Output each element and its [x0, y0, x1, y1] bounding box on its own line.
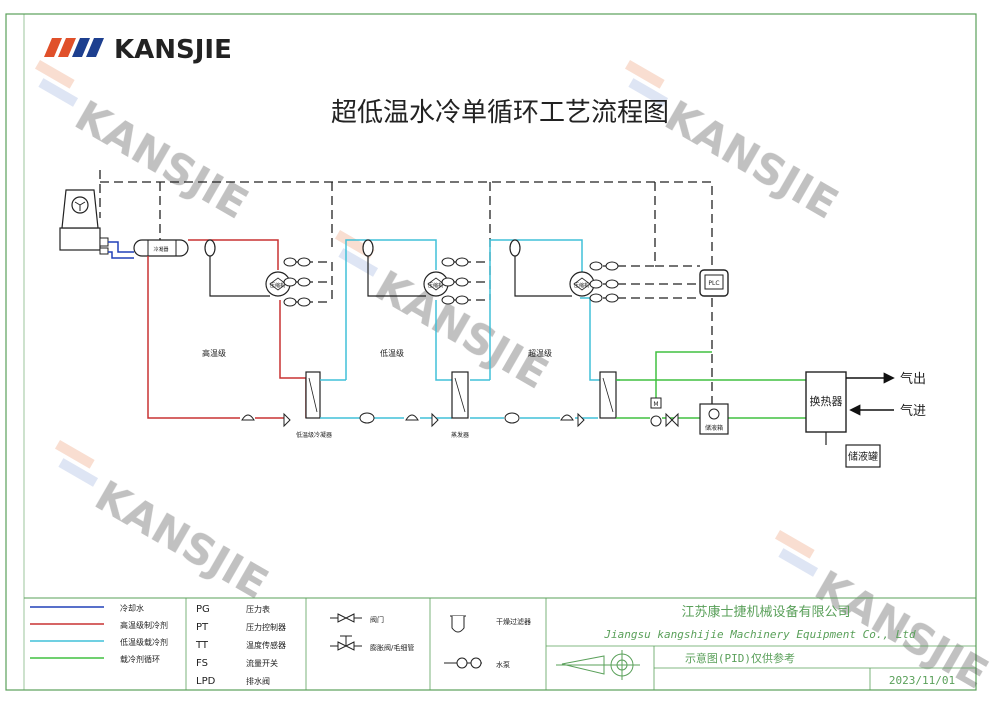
pid-note: 示意图(PID)仅供参考 — [685, 651, 795, 665]
svg-text:水泵: 水泵 — [496, 660, 510, 669]
svg-text:KANSJIE: KANSJIE — [657, 91, 846, 229]
svg-text:阀门: 阀门 — [370, 615, 384, 624]
low-stage-gauges — [441, 257, 469, 305]
svg-text:储液罐: 储液罐 — [848, 450, 878, 463]
cooling-water-return — [108, 251, 134, 259]
svg-text:压力控制器: 压力控制器 — [246, 622, 286, 632]
svg-text:温度传感器: 温度传感器 — [246, 640, 286, 650]
brand-logo: KANSJIE — [44, 35, 232, 65]
line-legend: 冷却水 高温级制冷剂 低温级载冷剂 载冷剂循环 — [30, 603, 168, 664]
high-stage-suction — [209, 255, 270, 297]
cascade-condenser: 低温级冷凝器 — [296, 371, 332, 439]
ultra-heat-exchanger — [599, 371, 617, 419]
liquid-tank: 储液罐 — [845, 444, 881, 468]
stage-label-high: 高温级 — [202, 348, 226, 358]
svg-text:PLC: PLC — [708, 280, 719, 287]
process-diagram: 冷凝器 压缩机 高温级 — [59, 170, 926, 468]
cooling-tower — [59, 189, 109, 255]
svg-text:冷凝器: 冷凝器 — [153, 246, 168, 253]
symbol-legend: 阀门 膨胀阀/毛细管 干燥过滤器 水泵 — [330, 613, 531, 669]
abbreviation-legend: PG 压力表 PT 压力控制器 TT 温度传感器 FS 流量开关 LPD 排水阀 — [195, 604, 286, 687]
low-stage-refrigerant — [320, 239, 620, 419]
ultra-stage-gauges — [589, 261, 619, 303]
projection-symbol — [556, 650, 640, 680]
svg-text:流量开关: 流量开关 — [246, 658, 278, 668]
svg-text:载冷剂循环: 载冷剂循环 — [120, 654, 160, 664]
high-stage-gauges — [283, 257, 311, 307]
line-symbols — [241, 412, 679, 428]
svg-text:PG: PG — [196, 604, 210, 615]
svg-text:TT: TT — [195, 640, 209, 651]
low-stage-suction — [367, 255, 426, 297]
reservoir: 储液箱 — [699, 403, 729, 435]
svg-text:换热器: 换热器 — [810, 394, 843, 408]
high-stage-receiver — [204, 239, 216, 257]
watermark-1: KANSJIE — [35, 59, 256, 229]
svg-text:压缩机: 压缩机 — [270, 282, 285, 289]
svg-text:FS: FS — [196, 658, 208, 669]
low-stage-receiver — [362, 239, 374, 257]
svg-text:低温级冷凝器: 低温级冷凝器 — [296, 431, 332, 439]
company-en: Jiangsu kangshijie Machinery Equipment C… — [603, 628, 916, 641]
legend-block: 冷却水 高温级制冷剂 低温级载冷剂 载冷剂循环 PG 压力表 PT 压力控制器 … — [24, 597, 976, 690]
svg-text:排水阀: 排水阀 — [246, 676, 270, 686]
svg-text:压缩机: 压缩机 — [428, 282, 443, 289]
brand-name: KANSJIE — [114, 35, 232, 65]
high-stage-refrigerant — [147, 239, 320, 419]
stage-label-low: 低温级 — [380, 348, 404, 358]
svg-text:膨胀阀/毛细管: 膨胀阀/毛细管 — [370, 643, 414, 652]
svg-text:冷却水: 冷却水 — [120, 603, 144, 613]
drawing-inner-frame — [23, 13, 977, 691]
coolant-pump: M — [650, 397, 662, 427]
evaporator: 蒸发器 — [451, 371, 469, 439]
cooling-water-line — [108, 241, 134, 253]
svg-text:LPD: LPD — [196, 676, 216, 687]
gas-out-label: 气出 — [900, 371, 926, 387]
condenser: 冷凝器 — [133, 239, 189, 257]
title-block: 江苏康士捷机械设备有限公司 Jiangsu kangshijie Machine… — [556, 604, 955, 687]
plc-controller: PLC — [699, 269, 729, 297]
coolant-loop — [616, 351, 806, 419]
svg-text:蒸发器: 蒸发器 — [451, 431, 469, 439]
svg-text:压缩机: 压缩机 — [574, 282, 589, 289]
heat-exchanger: 换热器 — [805, 371, 847, 433]
watermark-2: KANSJIE — [625, 59, 846, 229]
svg-text:KANSJIE: KANSJIE — [87, 471, 276, 609]
svg-text:压力表: 压力表 — [246, 604, 270, 614]
company-cn: 江苏康士捷机械设备有限公司 — [681, 604, 850, 620]
svg-text:低温级载冷剂: 低温级载冷剂 — [120, 637, 168, 647]
ultra-stage-receiver — [509, 239, 521, 257]
watermark-group: KANSJIE KANSJIE KANSJIE KANSJIE KANSJIE — [35, 59, 996, 699]
svg-text:储液箱: 储液箱 — [705, 424, 723, 432]
watermark-4: KANSJIE — [55, 440, 276, 609]
diagram-title: 超低温水冷单循环工艺流程图 — [331, 98, 669, 128]
svg-text:M: M — [653, 401, 658, 408]
svg-text:高温级制冷剂: 高温级制冷剂 — [120, 620, 168, 630]
gas-in-label: 气进 — [900, 403, 926, 419]
svg-text:PT: PT — [196, 622, 209, 633]
ultra-stage-suction — [514, 255, 572, 297]
stage-label-ultra: 超温级 — [528, 348, 552, 358]
svg-text:干燥过滤器: 干燥过滤器 — [496, 617, 531, 626]
drawing-date: 2023/11/01 — [889, 674, 955, 687]
